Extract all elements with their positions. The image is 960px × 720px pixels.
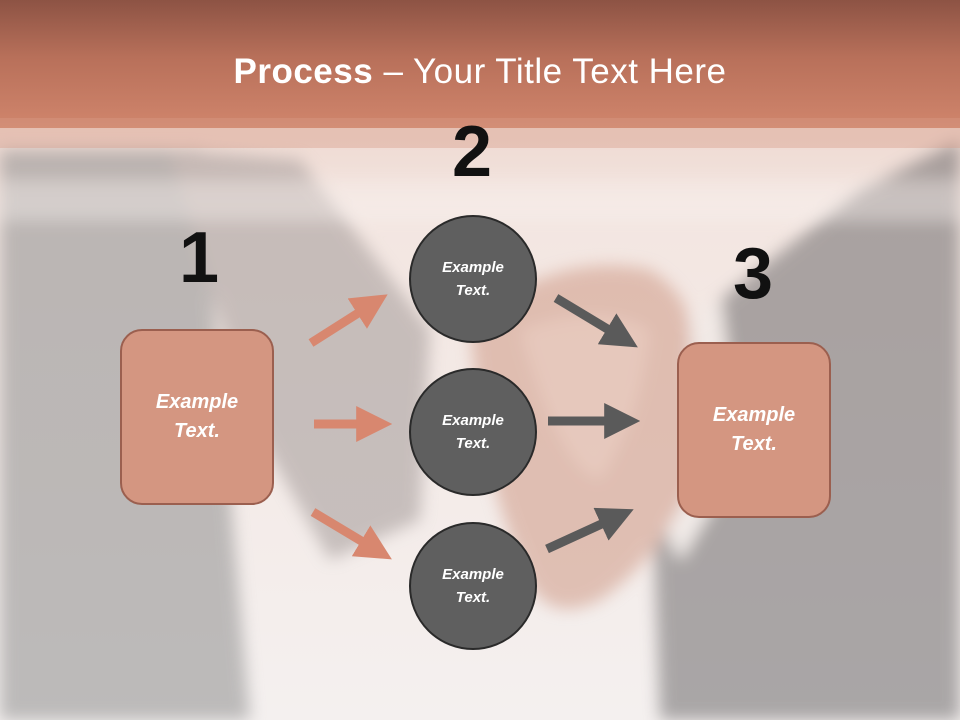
step-number-2: 2 xyxy=(451,112,493,192)
circle-middle-text: Example Text. xyxy=(442,412,504,452)
step-number-1: 1 xyxy=(178,218,220,298)
circle-bottom: Example Text. xyxy=(409,522,537,650)
step-3-box: Example Text. xyxy=(677,342,831,518)
slide-title: Process – Your Title Text Here xyxy=(0,52,960,92)
circle-bottom-text: Example Text. xyxy=(442,566,504,606)
circle-top: Example Text. xyxy=(409,215,537,343)
circle-middle: Example Text. xyxy=(409,368,537,496)
title-bold: Process xyxy=(233,52,374,91)
title-rest: – Your Title Text Here xyxy=(373,52,727,91)
step-number-3: 3 xyxy=(732,234,774,314)
step-3-text: Example Text. xyxy=(712,404,796,455)
step-1-box: Example Text. xyxy=(120,329,274,505)
step-1-text: Example Text. xyxy=(155,391,239,442)
circle-top-text: Example Text. xyxy=(442,259,504,299)
